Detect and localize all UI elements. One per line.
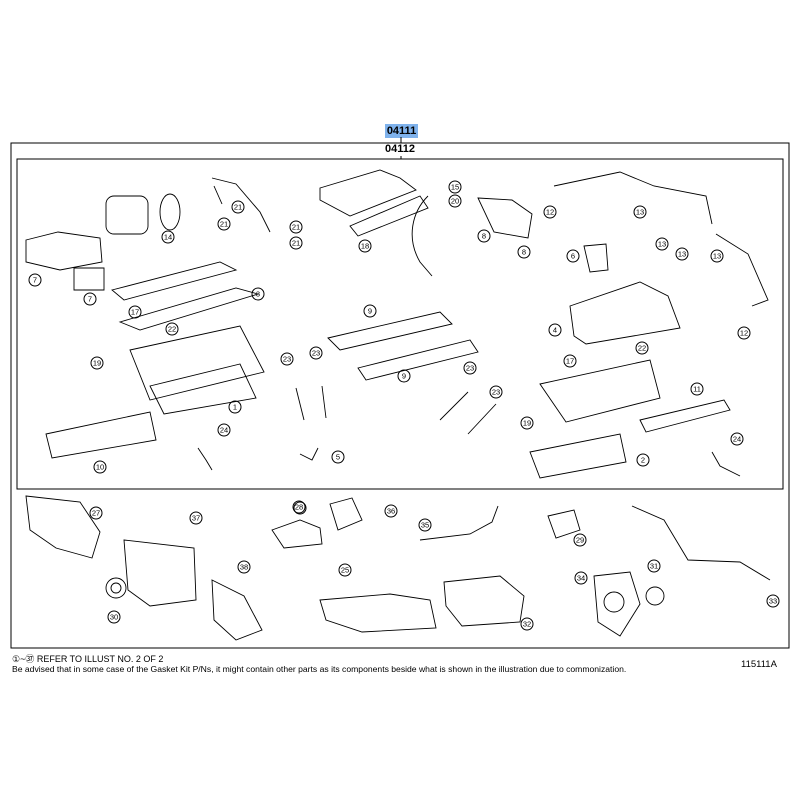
svg-text:8: 8 bbox=[482, 232, 486, 241]
svg-text:12: 12 bbox=[740, 329, 748, 338]
inner-frame bbox=[16, 158, 784, 490]
svg-text:24: 24 bbox=[733, 435, 741, 444]
svg-text:23: 23 bbox=[466, 364, 474, 373]
svg-text:11: 11 bbox=[693, 385, 701, 394]
svg-text:34: 34 bbox=[577, 574, 585, 583]
advisory-text: Be advised that in some case of the Gask… bbox=[12, 664, 627, 674]
part-number-highlight bbox=[385, 124, 418, 138]
svg-text:33: 33 bbox=[769, 597, 777, 606]
svg-text:8: 8 bbox=[522, 248, 526, 257]
svg-text:35: 35 bbox=[421, 521, 429, 530]
callouts bbox=[28, 180, 780, 631]
svg-text:31: 31 bbox=[650, 562, 658, 571]
svg-text:22: 22 bbox=[638, 344, 646, 353]
svg-text:5: 5 bbox=[336, 453, 340, 462]
svg-text:13: 13 bbox=[678, 250, 686, 259]
svg-text:7: 7 bbox=[33, 276, 37, 285]
svg-text:38: 38 bbox=[240, 563, 248, 572]
svg-text:19: 19 bbox=[93, 359, 101, 368]
refer-note: ①~㊲ REFER TO ILLUST NO. 2 OF 2 bbox=[12, 654, 164, 664]
svg-text:15: 15 bbox=[451, 183, 459, 192]
svg-text:21: 21 bbox=[220, 220, 228, 229]
top-part-number[interactable]: 04111 bbox=[386, 125, 417, 137]
svg-text:22: 22 bbox=[168, 325, 176, 334]
svg-text:32: 32 bbox=[523, 620, 531, 629]
outer-frame bbox=[10, 142, 790, 649]
svg-text:13: 13 bbox=[713, 252, 721, 261]
svg-text:17: 17 bbox=[566, 357, 574, 366]
svg-text:23: 23 bbox=[492, 388, 500, 397]
svg-text:9: 9 bbox=[402, 372, 406, 381]
svg-text:20: 20 bbox=[451, 197, 459, 206]
svg-text:14: 14 bbox=[164, 233, 172, 242]
svg-text:27: 27 bbox=[92, 509, 100, 518]
part-sketches-lower bbox=[25, 495, 771, 641]
svg-text:1: 1 bbox=[233, 403, 237, 412]
svg-text:10: 10 bbox=[96, 463, 104, 472]
sub-part-number[interactable]: 04112 bbox=[385, 143, 415, 155]
svg-text:4: 4 bbox=[553, 326, 557, 335]
svg-text:2: 2 bbox=[641, 456, 645, 465]
svg-text:21: 21 bbox=[234, 203, 242, 212]
illustration-code: 115111A bbox=[741, 659, 777, 670]
svg-text:21: 21 bbox=[292, 239, 300, 248]
svg-text:25: 25 bbox=[341, 566, 349, 575]
svg-text:28: 28 bbox=[295, 503, 303, 512]
svg-text:18: 18 bbox=[361, 242, 369, 251]
svg-text:23: 23 bbox=[312, 349, 320, 358]
svg-text:13: 13 bbox=[636, 208, 644, 217]
svg-text:24: 24 bbox=[220, 426, 228, 435]
part-sketches-upper bbox=[25, 169, 769, 479]
svg-text:29: 29 bbox=[576, 536, 584, 545]
svg-text:7: 7 bbox=[88, 295, 92, 304]
svg-text:3: 3 bbox=[256, 290, 260, 299]
svg-text:36: 36 bbox=[387, 507, 395, 516]
svg-text:21: 21 bbox=[292, 223, 300, 232]
svg-text:19: 19 bbox=[523, 419, 531, 428]
svg-text:13: 13 bbox=[658, 240, 666, 249]
svg-text:17: 17 bbox=[131, 308, 139, 317]
svg-text:12: 12 bbox=[546, 208, 554, 217]
svg-text:6: 6 bbox=[571, 252, 575, 261]
svg-text:23: 23 bbox=[283, 355, 291, 364]
svg-text:30: 30 bbox=[110, 613, 118, 622]
svg-text:37: 37 bbox=[192, 514, 200, 523]
svg-text:9: 9 bbox=[368, 307, 372, 316]
